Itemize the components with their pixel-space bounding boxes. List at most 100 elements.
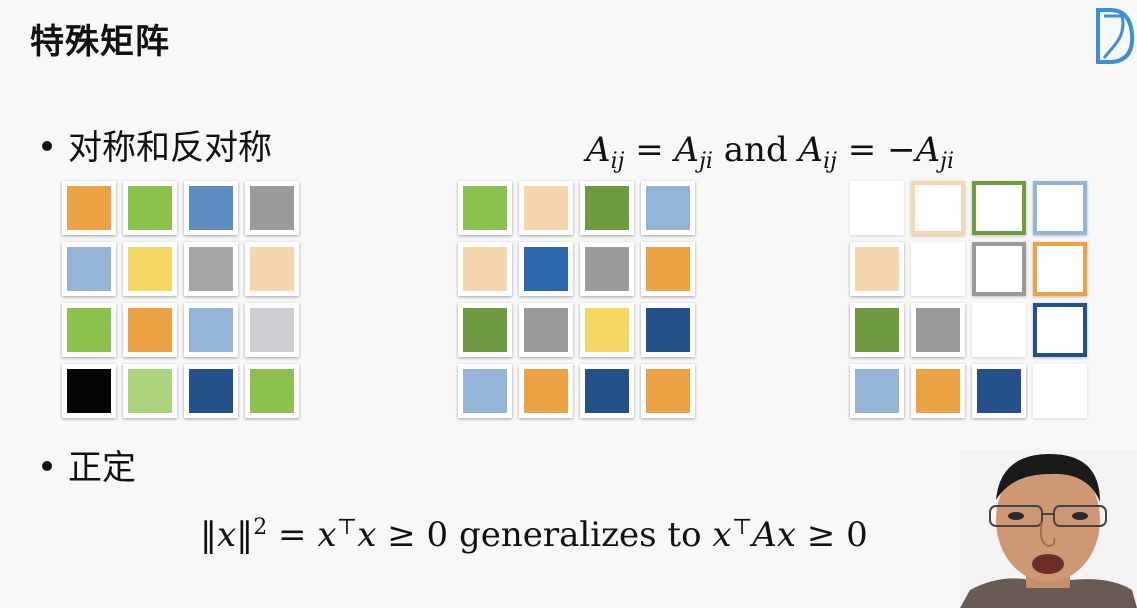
matrix-cell (641, 364, 695, 418)
formula-neg-A: −A (887, 130, 940, 170)
matrix-cell-fill (128, 186, 172, 230)
matrix-cell-fill (916, 308, 960, 352)
bullet-symmetric-text: 对称和反对称 (68, 128, 272, 168)
formula-norm: ‖x‖ (200, 515, 253, 555)
matrix-cell (850, 181, 904, 235)
matrix-cell (123, 303, 177, 357)
matrix-cell (1033, 181, 1087, 235)
matrix-cell (123, 181, 177, 235)
matrix-cell (62, 303, 116, 357)
logo-icon (1092, 2, 1137, 66)
formula-Ax: Ax (752, 515, 796, 555)
matrix-cell (972, 242, 1026, 296)
matrix-cell (850, 364, 904, 418)
formula-x: x (712, 515, 731, 555)
matrix-cell (850, 303, 904, 357)
formula-and: and (724, 130, 788, 170)
matrix-cell-fill (67, 247, 111, 291)
formula-A: A (799, 130, 824, 170)
matrix-cell-fill (67, 369, 111, 413)
matrix-cell (458, 303, 512, 357)
matrix-cell (580, 242, 634, 296)
matrix-cell (580, 181, 634, 235)
matrix-cell (1033, 364, 1087, 418)
matrix-cell-fill (463, 186, 507, 230)
matrix-cell-fill (585, 369, 629, 413)
formula-text: generalizes to (459, 515, 702, 555)
matrix-cell-fill (646, 186, 690, 230)
formula-sub: ij (611, 149, 625, 174)
formula-A: A (586, 130, 611, 170)
matrix-cell-fill (128, 369, 172, 413)
formula-sup: 2 (253, 515, 267, 540)
matrix-cell (245, 364, 299, 418)
matrix-cell-fill (67, 186, 111, 230)
matrix-cell (1033, 303, 1087, 357)
matrix-cell-fill (67, 308, 111, 352)
matrix-cell (972, 181, 1026, 235)
matrix-cell (911, 364, 965, 418)
matrix-cell-fill (585, 247, 629, 291)
matrix-cell (850, 242, 904, 296)
matrix-cell-fill (977, 369, 1021, 413)
matrix-cell (519, 181, 573, 235)
formula-eq: = (848, 130, 877, 170)
bullet-dot (42, 461, 52, 471)
matrix-cell (62, 364, 116, 418)
matrix-cell (62, 181, 116, 235)
matrix-cell-fill (524, 247, 568, 291)
matrix-cell (641, 242, 695, 296)
matrix-cell-fill (855, 247, 899, 291)
matrix-cell (458, 181, 512, 235)
formula-x: x (317, 515, 336, 555)
matrix-cell-fill (524, 308, 568, 352)
matrix-cell (458, 364, 512, 418)
bullet-symmetric: 对称和反对称 (42, 120, 272, 169)
matrix-cell-fill (463, 308, 507, 352)
matrix-cell-fill (189, 247, 233, 291)
formula-x: x (357, 515, 376, 555)
matrix-cell (519, 303, 573, 357)
matrix-cell (123, 364, 177, 418)
matrix-cell (184, 303, 238, 357)
formula-eq: = (635, 130, 664, 170)
matrix-cell-fill (250, 247, 294, 291)
matrix-cell-fill (189, 186, 233, 230)
matrix-cell-fill (916, 369, 960, 413)
symmetry-formula: Aij = Aji and Aij = −Aji (586, 130, 954, 174)
matrix-cell (245, 242, 299, 296)
matrix-cell-fill (250, 186, 294, 230)
formula-eq: = (278, 515, 307, 555)
matrix-cell (123, 242, 177, 296)
matrix-cell (972, 364, 1026, 418)
matrix-cell (519, 364, 573, 418)
matrix-cell (580, 303, 634, 357)
matrix-cell-fill (855, 369, 899, 413)
formula-A: A (675, 130, 700, 170)
formula-ge: ≥ 0 (807, 515, 868, 555)
matrix-cell (519, 242, 573, 296)
matrix-cell-fill (524, 369, 568, 413)
presenter-video (960, 450, 1137, 608)
matrix-cell (184, 242, 238, 296)
matrix-cell (245, 303, 299, 357)
formula-ge: ≥ 0 (387, 515, 448, 555)
formula-sub: ji (940, 149, 954, 174)
matrix-cell-fill (463, 369, 507, 413)
matrix-cell-fill (128, 308, 172, 352)
matrix-cell-fill (646, 369, 690, 413)
matrix-cell (911, 242, 965, 296)
matrix-cell (911, 303, 965, 357)
matrix-cell (1033, 242, 1087, 296)
matrix-cell-fill (463, 247, 507, 291)
matrix-cell (184, 181, 238, 235)
matrix-cell-fill (646, 247, 690, 291)
slide-title: 特殊矩阵 (30, 14, 170, 63)
matrix-cell-fill (128, 247, 172, 291)
matrix-cell-fill (250, 369, 294, 413)
formula-transpose: ⊤ (732, 515, 753, 540)
matrix-cell-fill (855, 308, 899, 352)
matrix-cell-fill (250, 308, 294, 352)
formula-transpose: ⊤ (337, 515, 358, 540)
matrix-cell (972, 303, 1026, 357)
